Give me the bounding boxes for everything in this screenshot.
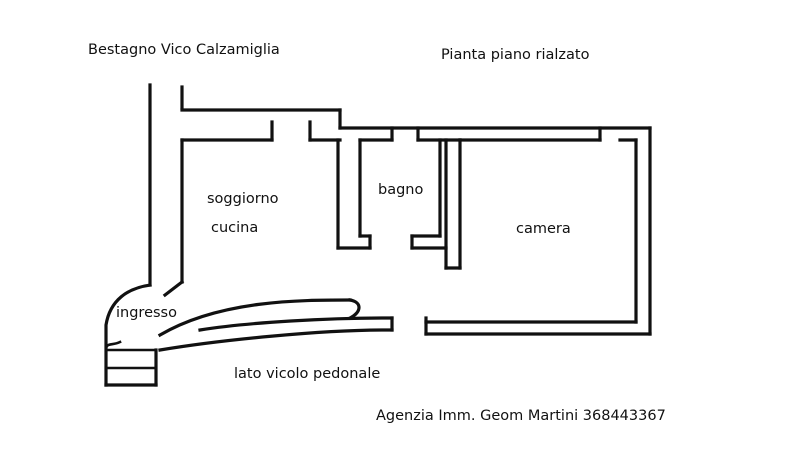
wall-bathroom-left <box>336 138 372 250</box>
wall-bedroom-bottom <box>424 316 652 336</box>
plan-title: Pianta piano rialzato <box>441 47 590 63</box>
wall-entrance <box>104 279 185 387</box>
room-label-living: soggiorno <box>207 191 279 207</box>
wall-bedroom-right <box>634 126 652 336</box>
alley-label: lato vicolo pedonale <box>234 366 380 382</box>
wall-top-right <box>338 126 652 142</box>
agency-label: Agenzia Imm. Geom Martini 368443367 <box>376 408 666 424</box>
wall-bathroom-right <box>410 138 462 270</box>
location-label: Bestagno Vico Calzamiglia <box>88 42 280 58</box>
room-label-kitchen: cucina <box>211 220 258 236</box>
wall-top-living <box>180 108 342 142</box>
room-label-entrance: ingresso <box>116 305 177 321</box>
wall-curved-south <box>157 298 394 352</box>
room-label-bathroom: bagno <box>378 182 423 198</box>
room-label-bedroom: camera <box>516 221 571 237</box>
wall-left-corridor <box>148 83 184 287</box>
